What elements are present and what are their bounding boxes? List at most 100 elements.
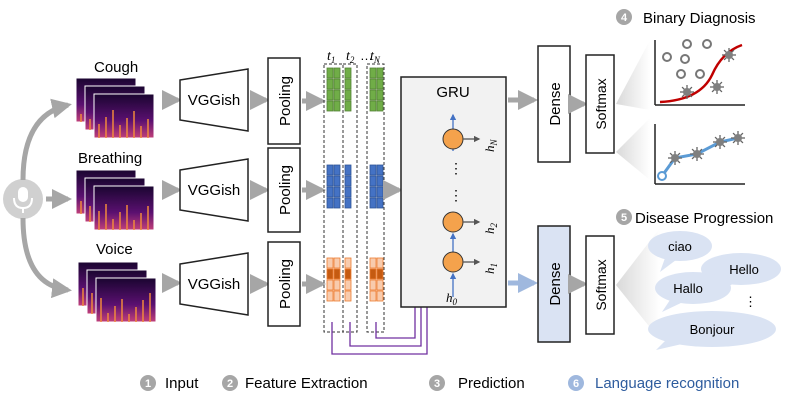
svg-text:Feature Extraction: Feature Extraction — [245, 375, 368, 392]
feature-cell — [376, 197, 384, 209]
vggish-block-2: VGGish — [179, 158, 249, 222]
svg-text:⋮: ⋮ — [449, 160, 463, 176]
feature-cell — [369, 257, 377, 269]
feature-cell — [344, 257, 352, 269]
feature-cell — [333, 175, 341, 187]
svg-text:Input: Input — [165, 375, 199, 392]
feature-cell — [376, 279, 384, 291]
svg-text:…: … — [360, 48, 373, 63]
feature-cell — [333, 186, 341, 198]
language-bubbles: ciao Hello Hallo ⋮ Bonjour — [648, 231, 781, 350]
svg-text:VGGish: VGGish — [188, 92, 241, 109]
pooling-to-features-arrows — [302, 91, 326, 294]
binary-diagnosis-plot — [654, 39, 745, 106]
microphone-icon — [3, 179, 43, 219]
feature-cell — [333, 268, 341, 280]
feature-cell — [326, 175, 334, 187]
feature-cell — [333, 257, 341, 269]
svg-text:tN: tN — [370, 49, 381, 65]
feature-cell — [333, 89, 341, 101]
feature-cell — [333, 100, 341, 112]
legend-item-input: 1 Input — [140, 375, 199, 392]
feature-cell — [344, 197, 352, 209]
svg-text:VGGish: VGGish — [188, 276, 241, 293]
svg-text:3: 3 — [434, 378, 440, 390]
feature-cell — [376, 257, 384, 269]
svg-text:VGGish: VGGish — [188, 182, 241, 199]
input-label-voice: Voice — [96, 241, 133, 258]
vggish-to-pooling-arrows — [250, 90, 270, 294]
callout-fan-language — [616, 228, 660, 340]
svg-text:Pooling: Pooling — [277, 76, 294, 126]
svg-text:Hello: Hello — [729, 262, 759, 277]
feature-cell — [326, 290, 334, 302]
output-header-progression: 5 Disease Progression — [616, 209, 773, 227]
callout-fan-progression — [616, 118, 650, 180]
bubble-bonjour: Bonjour — [648, 311, 776, 350]
svg-text:Disease Progression: Disease Progression — [635, 210, 773, 227]
legend-item-prediction: 3 Prediction — [429, 375, 525, 392]
bubble-hallo: Hallo — [655, 272, 731, 312]
softmax-block-top: Softmax — [585, 54, 615, 154]
feature-cell — [326, 279, 334, 291]
feature-cell — [376, 100, 384, 112]
pooling-block-2: Pooling — [267, 147, 301, 233]
feature-cell — [326, 268, 334, 280]
spectrogram-image — [93, 185, 155, 231]
svg-text:ciao: ciao — [668, 239, 692, 254]
pooling-block-1: Pooling — [267, 57, 301, 145]
svg-text:t1: t1 — [327, 49, 335, 65]
virus-icon — [710, 80, 724, 94]
feature-columns — [326, 67, 384, 302]
virus-icon — [722, 48, 736, 62]
feature-cell — [376, 186, 384, 198]
gru-units: ⋮ ⋮ hN h2 h1 h0 — [442, 113, 499, 307]
legend-item-feature-extraction: 2 Feature Extraction — [222, 375, 368, 392]
virus-icon — [690, 147, 704, 161]
spec-to-vggish-arrows — [162, 90, 182, 293]
spectrogram-image — [93, 93, 155, 139]
feature-cell — [369, 279, 377, 291]
feature-cell — [326, 197, 334, 209]
pooling-block-3: Pooling — [267, 241, 301, 327]
feature-cell — [344, 100, 352, 112]
feature-cell — [376, 175, 384, 187]
feature-cell — [333, 290, 341, 302]
svg-text:Bonjour: Bonjour — [690, 322, 735, 337]
feature-cell — [376, 164, 384, 176]
feature-cell — [369, 100, 377, 112]
svg-text:5: 5 — [621, 212, 627, 224]
svg-text:t2: t2 — [346, 49, 355, 65]
feature-cell — [369, 164, 377, 176]
feature-cell — [326, 67, 334, 79]
vggish-block-1: VGGish — [179, 68, 249, 132]
spectrogram-image — [95, 277, 157, 323]
feature-cell — [369, 89, 377, 101]
feature-cell — [326, 257, 334, 269]
virus-icon — [731, 131, 745, 145]
legend: 1 Input 2 Feature Extraction 3 Predictio… — [140, 375, 739, 392]
feature-cell — [333, 78, 341, 90]
svg-text:Softmax: Softmax — [593, 259, 609, 310]
virus-icon — [668, 151, 682, 165]
feature-cell — [326, 186, 334, 198]
time-step-labels: t1 t2 … tN — [327, 48, 381, 65]
svg-text:Pooling: Pooling — [277, 259, 294, 309]
svg-text:4: 4 — [621, 12, 628, 24]
bubble-ciao: ciao — [648, 231, 712, 272]
svg-text:Prediction: Prediction — [458, 375, 525, 392]
svg-text:6: 6 — [573, 378, 579, 390]
disease-progression-plot — [654, 124, 745, 185]
feature-cell — [333, 164, 341, 176]
feature-cell — [333, 197, 341, 209]
virus-icon — [680, 85, 694, 99]
feature-cell — [333, 67, 341, 79]
feature-cell — [344, 78, 352, 90]
svg-text:Dense: Dense — [547, 262, 564, 305]
feature-cell — [344, 290, 352, 302]
feature-cell — [369, 268, 377, 280]
svg-text:Pooling: Pooling — [277, 165, 294, 215]
feature-cell — [369, 290, 377, 302]
gru-title: GRU — [436, 84, 469, 101]
